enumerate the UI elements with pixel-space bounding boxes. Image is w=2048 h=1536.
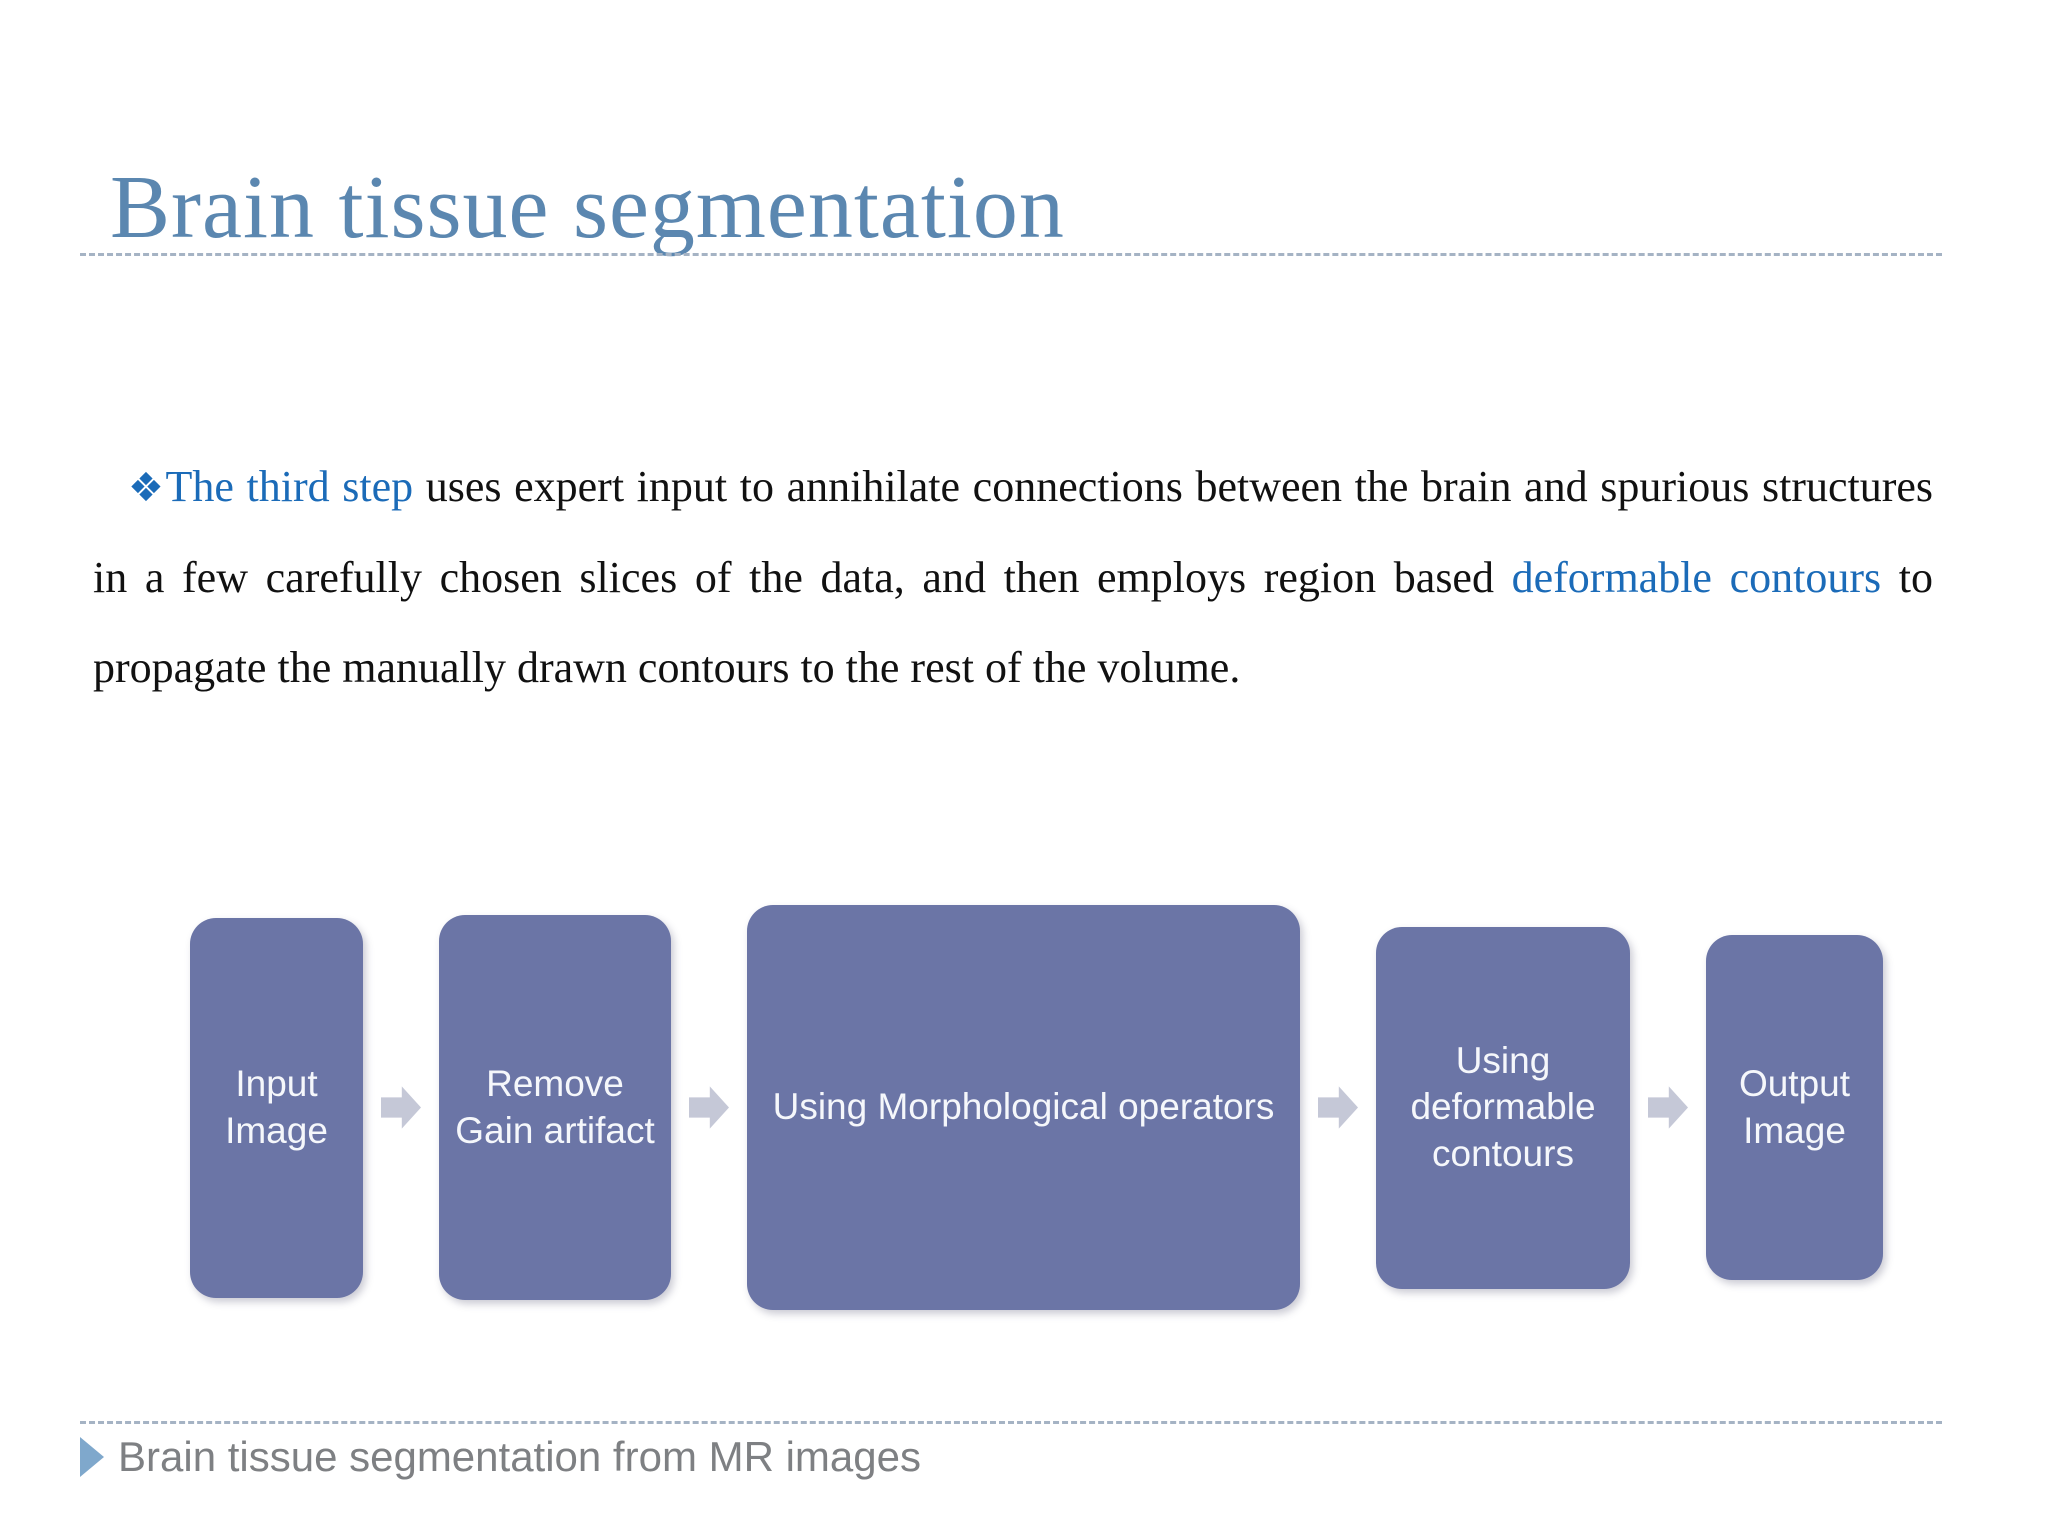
flow-step-remove-gain-artifact: Remove Gain artifact: [439, 915, 671, 1300]
footer-divider: [80, 1421, 1942, 1424]
body-segment-accent: deformable contours: [1511, 553, 1882, 602]
flow-step-label: Remove Gain artifact: [455, 1063, 655, 1151]
body-segment: uses expert input to annihilate connecti…: [93, 462, 1933, 602]
body-segment: to propagate the manually drawn contours…: [93, 553, 1933, 692]
diamond-bullet-icon: ❖: [128, 465, 166, 511]
process-flow-diagram: Input Image Remove Gain artifact Using M…: [190, 900, 1883, 1315]
body-segment-accent: The third step: [165, 462, 414, 511]
flow-step-input-image: Input Image: [190, 917, 363, 1298]
body-paragraph: ❖The third step uses expert input to ann…: [93, 442, 1933, 713]
flow-step-label: Input Image: [225, 1063, 328, 1151]
flow-step-morphological-operators: Using Morphological operators: [747, 905, 1300, 1310]
flow-step-output-image: Output Image: [1706, 935, 1883, 1280]
flow-step-label: Output Image: [1738, 1063, 1851, 1151]
flow-step-label: Using deformable contours: [1410, 1040, 1596, 1174]
flow-step-deformable-contours: Using deformable contours: [1376, 926, 1630, 1289]
flow-arrow-right-icon: [689, 1086, 729, 1129]
footer: Brain tissue segmentation from MR images: [80, 1433, 921, 1480]
page-title: Brain tissue segmentation: [110, 158, 1065, 258]
flow-step-label: Using Morphological operators: [772, 1086, 1275, 1128]
flow-arrow-right-icon: [381, 1086, 421, 1129]
footer-arrow-icon: [80, 1437, 104, 1478]
flow-arrow-right-icon: [1648, 1086, 1688, 1129]
title-divider: [80, 253, 1942, 256]
flow-arrow-right-icon: [1318, 1086, 1358, 1129]
footer-text: Brain tissue segmentation from MR images: [118, 1433, 921, 1480]
